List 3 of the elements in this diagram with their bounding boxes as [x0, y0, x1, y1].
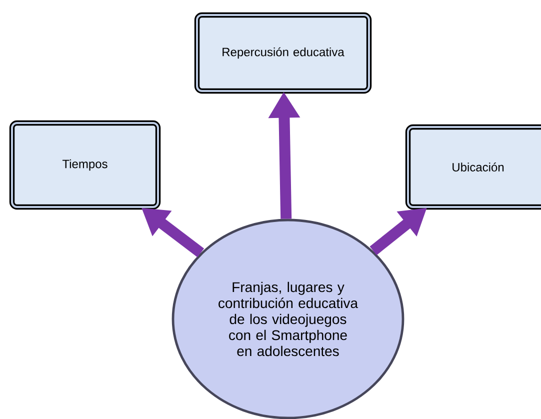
text-box: Tiempos [9, 120, 161, 210]
text-box: Repercusión educativa [194, 12, 372, 94]
text-box: Ubicación [405, 124, 541, 210]
